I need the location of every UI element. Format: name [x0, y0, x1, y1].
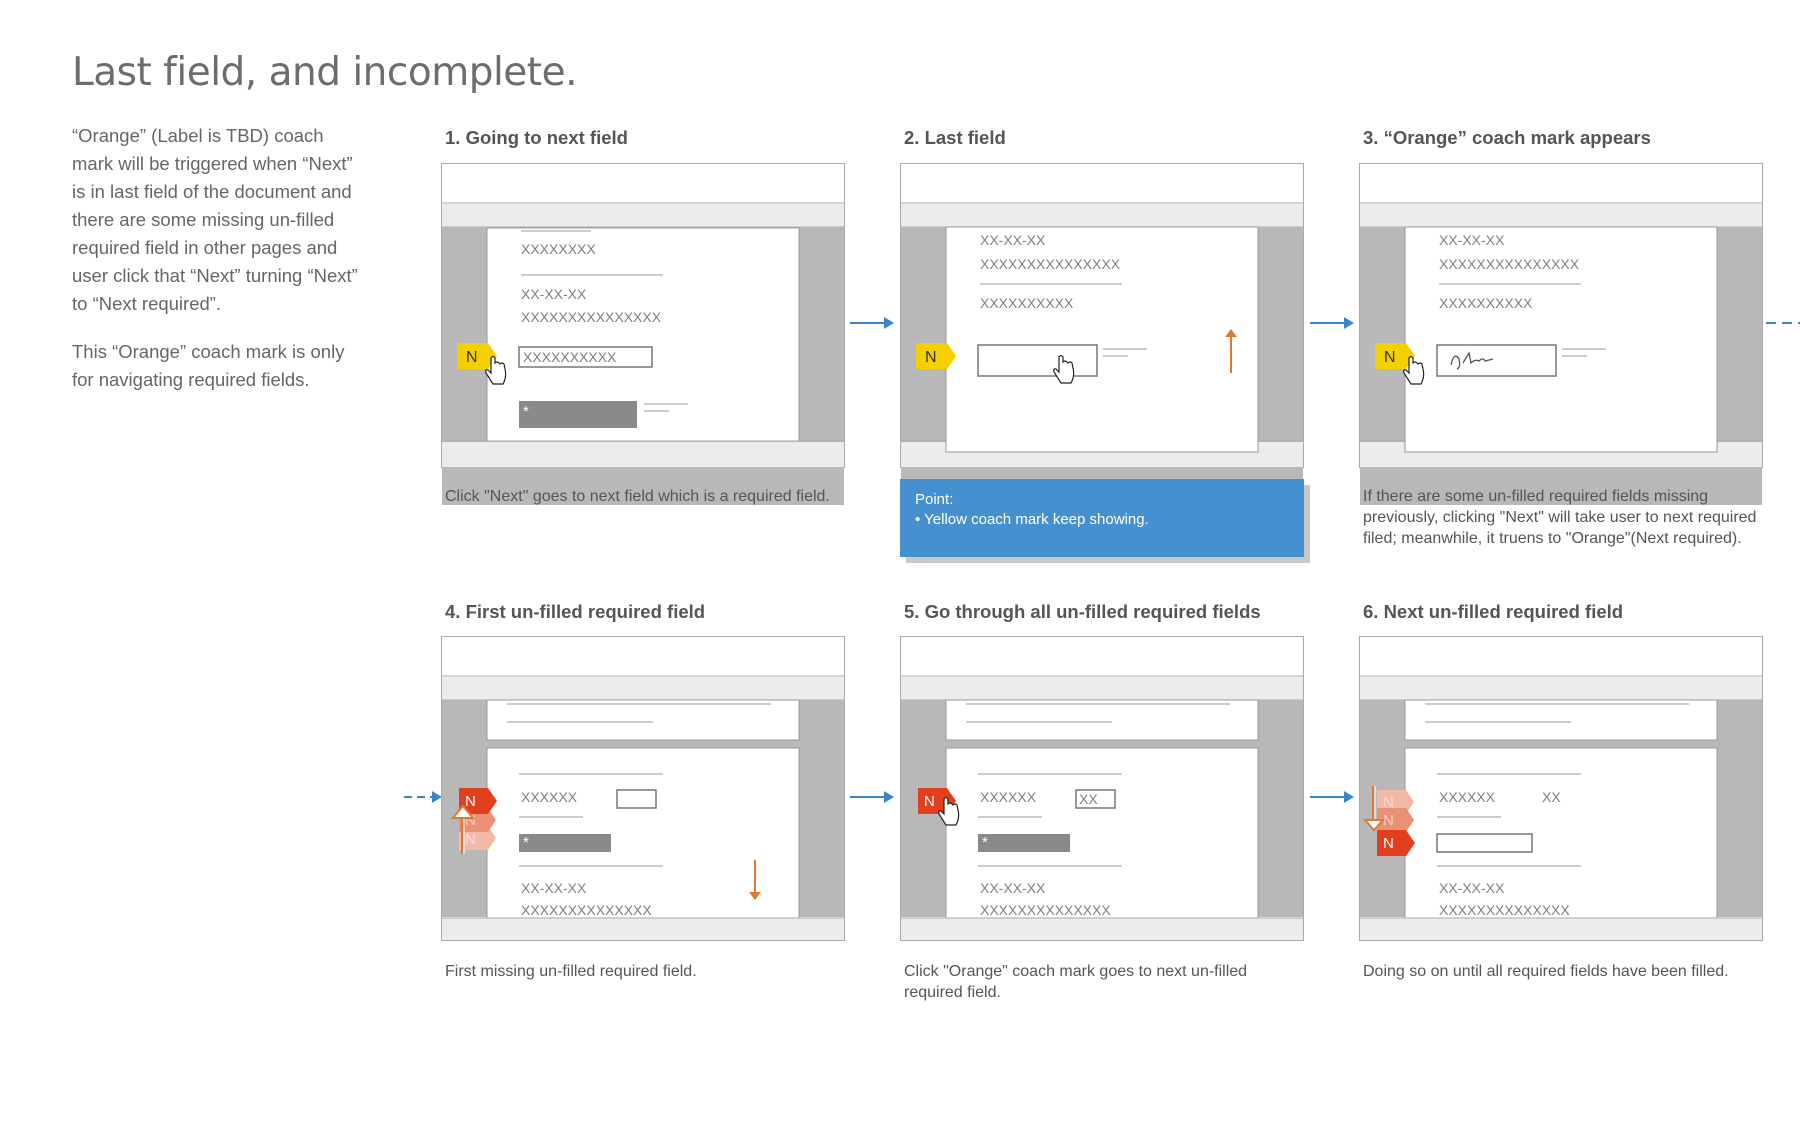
hand-cursor-icon — [938, 796, 960, 826]
mock-date: XX-XX-XX — [980, 880, 1046, 896]
flow-arrow-1 — [850, 317, 894, 329]
intro-text: “Orange” (Label is TBD) coach mark will … — [72, 122, 362, 414]
step-6-mockup: XXXXXX XX XX-XX-XX XXXXXXXXXXXXXX N N N — [1359, 636, 1763, 941]
yellow-coach-mark: N — [457, 343, 497, 369]
note-box: Point: • Yellow coach mark keep showing. — [900, 479, 1304, 557]
mock-text: XXXXXXXXXXXXXX — [980, 902, 1111, 918]
mock-text: XXXXXXXXXXXXXXX — [1439, 256, 1580, 272]
badge-letter: N — [466, 349, 478, 366]
step-3-caption: If there are some un-filled required fie… — [1363, 488, 1757, 547]
badge-letter: N — [1383, 835, 1394, 852]
required-star: * — [523, 403, 529, 420]
orange-coach-mark-stack: N N N — [1377, 790, 1415, 856]
hand-cursor-icon — [1403, 355, 1425, 385]
mock-field-text: XXXXXXXXXX — [523, 349, 617, 365]
yellow-coach-mark: N — [1375, 343, 1415, 369]
mock-text: XXXXXXXXXXXXXXX — [521, 309, 662, 325]
mock-field-text: XX — [1079, 791, 1098, 807]
step-2-mockup: XX-XX-XX XXXXXXXXXXXXXXX XXXXXXXXXX N — [900, 163, 1304, 505]
badge-letter: N — [465, 793, 476, 810]
step-4-caption: First missing un-filled required field. — [445, 963, 697, 980]
badge-letter: N — [465, 831, 476, 848]
mock-date: XX-XX-XX — [980, 232, 1046, 248]
badge-letter: N — [925, 349, 937, 366]
step-6-caption: Doing so on until all required fields ha… — [1363, 963, 1729, 980]
mock-text: XXXXXXXX — [521, 241, 596, 257]
mock-text: XXXXXXXXXX — [980, 295, 1074, 311]
note-label: Point: — [915, 491, 954, 508]
mock-text: XXXXXXXXXXXXXXX — [980, 256, 1121, 272]
required-star: * — [982, 834, 988, 851]
step-6-title: 6. Next un-filled required field — [1363, 601, 1624, 622]
hand-cursor-icon — [485, 355, 507, 385]
badge-letter: N — [924, 793, 935, 810]
signature-icon — [1450, 351, 1494, 370]
flow-arrow-in — [404, 791, 442, 803]
badge-letter: N — [1384, 349, 1396, 366]
mock-date: XX-XX-XX — [1439, 880, 1505, 896]
mock-date: XX-XX-XX — [1439, 232, 1505, 248]
step-5-caption: Click "Orange" coach mark goes to next u… — [904, 963, 1248, 1001]
step-5-mockup: XXXXXX XX * XX-XX-XX XXXXXXXXXXXXXX N — [900, 636, 1304, 941]
mock-text: XX — [1542, 789, 1561, 805]
step-1-title: 1. Going to next field — [445, 127, 628, 148]
step-1-mockup: XXXXXXXX XX-XX-XX XXXXXXXXXXXXXXX XXXXXX… — [441, 163, 845, 505]
badge-letter: N — [465, 812, 476, 829]
mock-date: XX-XX-XX — [521, 286, 587, 302]
step-3-mockup: XX-XX-XX XXXXXXXXXXXXXXX XXXXXXXXXX N — [1359, 163, 1763, 505]
step-4-mockup: XXXXXX * XX-XX-XX XXXXXXXXXXXXXX N N N — [441, 636, 845, 941]
flow-arrow-2 — [1310, 317, 1354, 329]
badge-letter: N — [1383, 794, 1394, 811]
mock-text: XXXXXX — [521, 789, 578, 805]
mock-text: XXXXXX — [980, 789, 1037, 805]
step-5-title: 5. Go through all un-filled required fie… — [904, 601, 1261, 622]
yellow-coach-mark: N — [916, 343, 956, 369]
flow-arrow-3 — [850, 791, 894, 803]
intro-paragraph-1: “Orange” (Label is TBD) coach mark will … — [72, 125, 358, 314]
mock-text: XXXXXXXXXXXXXX — [1439, 902, 1570, 918]
scroll-up-arrow-icon — [450, 804, 476, 854]
intro-paragraph-2: This “Orange” coach mark is only for nav… — [72, 341, 345, 390]
step-4-title: 4. First un-filled required field — [445, 601, 706, 622]
required-star: * — [523, 834, 529, 851]
mock-text: XXXXXX — [1439, 789, 1496, 805]
step-3-title: 3. “Orange” coach mark appears — [1363, 127, 1651, 148]
scroll-down-arrow-icon — [749, 860, 761, 900]
scroll-down-arrow-icon — [1362, 786, 1386, 832]
scroll-up-arrow-icon — [1225, 329, 1237, 373]
page-title: Last field, and incomplete. — [72, 50, 577, 95]
step-1-caption: Click "Next" goes to next field which is… — [445, 488, 830, 505]
flow-arrow-4 — [1310, 791, 1354, 803]
mock-date: XX-XX-XX — [521, 880, 587, 896]
hand-cursor-icon — [1053, 354, 1075, 384]
flow-arrow-continue — [1766, 322, 1800, 324]
badge-letter: N — [1383, 812, 1394, 829]
mock-text: XXXXXXXXXX — [1439, 295, 1533, 311]
step-2-title: 2. Last field — [904, 127, 1006, 148]
note-text: • Yellow coach mark keep showing. — [915, 511, 1149, 528]
mock-text: XXXXXXXXXXXXXX — [521, 902, 652, 918]
